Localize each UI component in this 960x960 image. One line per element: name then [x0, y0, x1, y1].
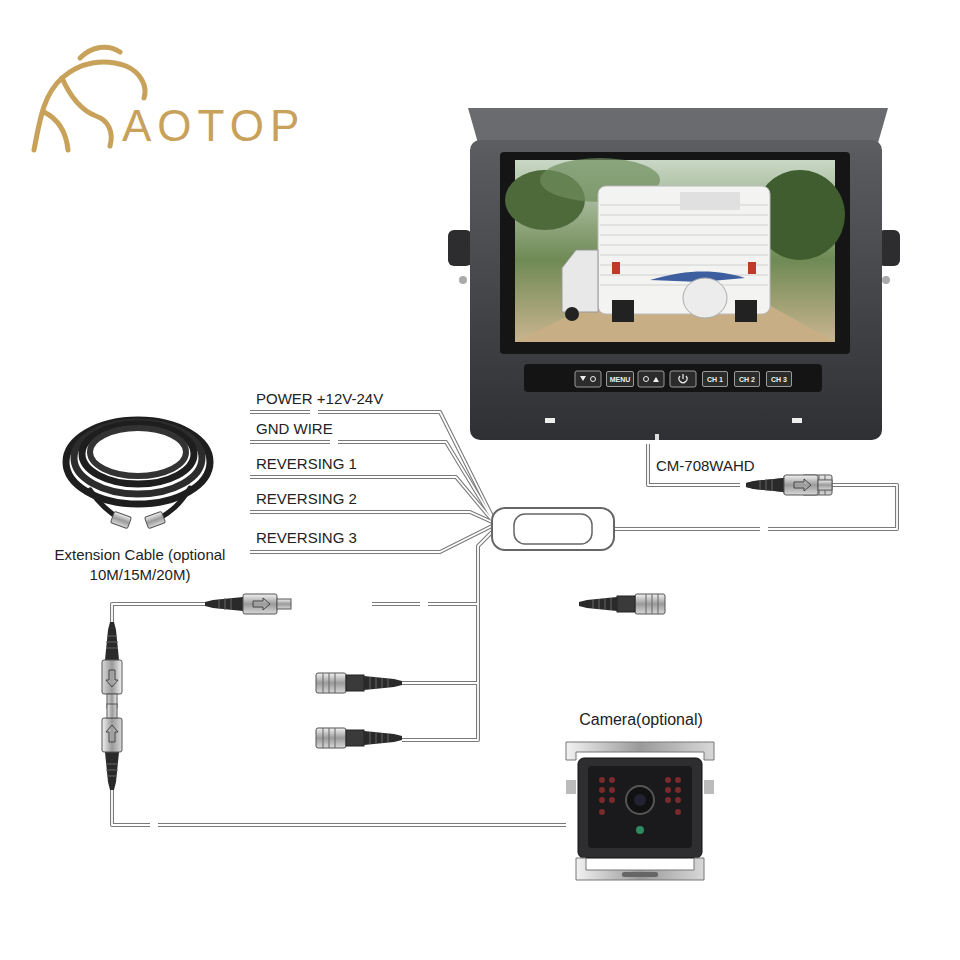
button-label: MENU [610, 376, 631, 383]
wire-label: POWER +12V-24V [256, 391, 383, 406]
part-label: Extension Cable (optional 10M/15M/20M) [52, 545, 228, 586]
wire-label: REVERSING 3 [256, 530, 357, 545]
camera [566, 742, 714, 880]
model-label: CM-708WAHD [656, 458, 755, 473]
monitor [448, 108, 900, 440]
brand-logo: AOTOP [122, 104, 305, 148]
channel-button: CH 2 [734, 371, 760, 387]
icon-button [575, 371, 601, 387]
wire-label: REVERSING 2 [256, 491, 357, 506]
extension-cable [66, 420, 210, 529]
wire-label: GND WIRE [256, 421, 333, 436]
wire-label: REVERSING 1 [256, 456, 357, 471]
connector [102, 475, 832, 790]
power-button [670, 371, 696, 387]
junction-box [492, 508, 614, 550]
channel-button: CH 1 [702, 371, 728, 387]
icon-button [638, 371, 664, 387]
wire [112, 412, 897, 825]
channel-button: CH 3 [766, 371, 792, 387]
button-label: CH 2 [739, 376, 755, 383]
button-label: CH 1 [707, 376, 723, 383]
part-label: Camera(optional) [556, 712, 726, 728]
menu-button: MENU [606, 371, 634, 387]
button-label: CH 3 [771, 376, 787, 383]
